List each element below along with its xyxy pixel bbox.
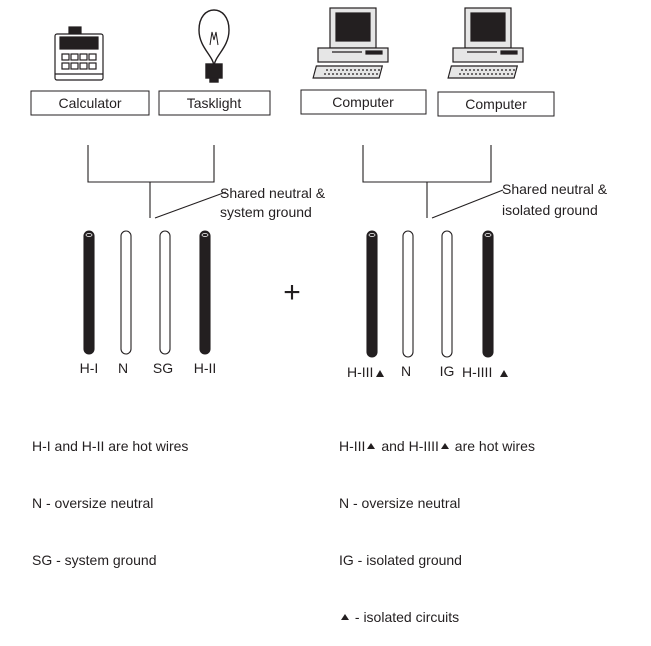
- wire-hot-h3: [366, 230, 378, 358]
- wire-label: H-IIII: [462, 364, 492, 380]
- right-callout-line1: Shared neutral &: [502, 181, 608, 197]
- tasklight-box: [158, 90, 271, 116]
- wire-label: N: [401, 363, 411, 379]
- legend-text: are hot wires: [450, 438, 535, 454]
- isolated-circuit-icon: [376, 370, 384, 377]
- wire-neutral: [402, 230, 414, 358]
- calculator-icon: [54, 26, 104, 81]
- computer-label-1: Computer: [332, 94, 394, 110]
- wiring-diagram: Calculator Tasklight Computer Computer S…: [30, 7, 608, 380]
- isolated-circuit-icon: [440, 443, 449, 449]
- left-callout-line1: Shared neutral &: [220, 185, 326, 201]
- wire-hot-h1: [83, 230, 95, 355]
- legend-text: - isolated circuits: [351, 609, 460, 625]
- wire-label: H-II: [194, 360, 217, 376]
- isolated-circuit-icon: [341, 614, 349, 620]
- computer-box-1: [300, 89, 427, 115]
- legend-text: and H-IIII: [377, 438, 439, 454]
- wire-label: N: [118, 360, 128, 376]
- wire-hot-h2: [199, 230, 211, 355]
- computer-label-2: Computer: [465, 96, 527, 112]
- computer-icon: [447, 7, 524, 79]
- legend-line: H-III and H-IIII are hot wires: [339, 437, 535, 456]
- legend-left: H-I and H-II are hot wires N - oversize …: [32, 399, 188, 589]
- plus-sign: +: [283, 276, 301, 309]
- calculator-box: [30, 90, 150, 116]
- wire-label: SG: [153, 360, 173, 376]
- wire-hot-h4: [482, 230, 494, 358]
- legend-line: IG - isolated ground: [339, 552, 462, 568]
- legend-line: N - oversize neutral: [32, 495, 154, 511]
- legend-text: H-III: [339, 438, 366, 454]
- wire-label: H-I: [80, 360, 99, 376]
- legend-right: H-III and H-IIII are hot wires N - overs…: [339, 399, 535, 646]
- isolated-circuit-icon: [500, 370, 508, 377]
- tasklight-label: Tasklight: [187, 95, 242, 111]
- legend-line: - isolated circuits: [339, 608, 535, 627]
- calculator-label: Calculator: [58, 95, 121, 111]
- isolated-circuit-icon: [367, 443, 376, 449]
- computer-icon: [312, 7, 389, 79]
- lightbulb-icon: [198, 9, 230, 83]
- wire-label: H-III: [347, 364, 373, 380]
- right-callout-line2: isolated ground: [502, 202, 598, 218]
- computer-box-2: [437, 91, 555, 117]
- wire-system-ground: [159, 230, 171, 355]
- legend-line: N - oversize neutral: [339, 495, 461, 511]
- legend-line: H-I and H-II are hot wires: [32, 438, 189, 454]
- right-connector-bracket: [362, 145, 504, 219]
- wire-label: IG: [440, 363, 455, 379]
- wire-neutral: [120, 230, 132, 355]
- left-callout-line2: system ground: [220, 204, 312, 220]
- legend-line: SG - system ground: [32, 552, 157, 568]
- left-connector-bracket: [87, 145, 227, 219]
- wire-isolated-ground: [441, 230, 453, 358]
